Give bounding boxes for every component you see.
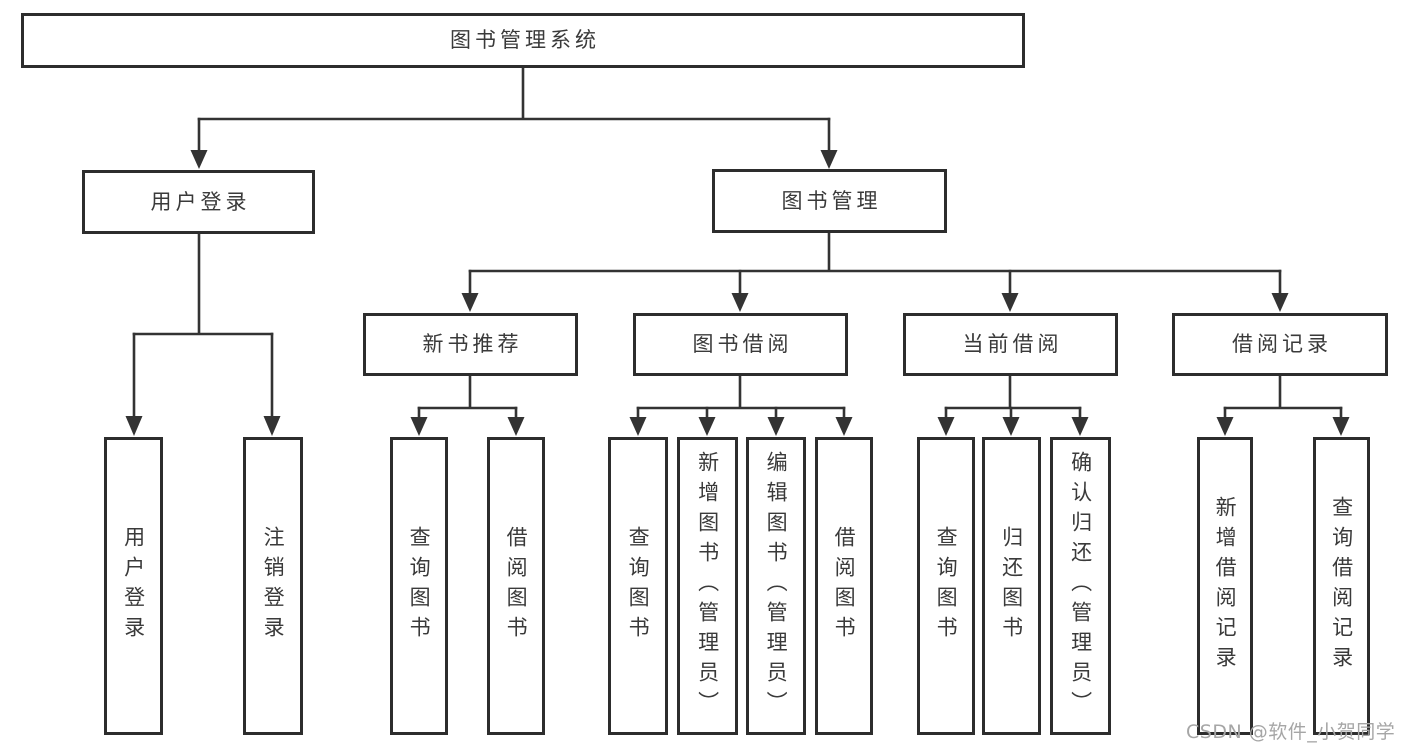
- arrow-down-icon: [835, 417, 853, 436]
- arrow-down-icon: [731, 293, 749, 312]
- arrow-down-icon: [1271, 293, 1289, 312]
- node-label: 借阅记录: [1232, 332, 1332, 356]
- leaf-label: 查询图书: [407, 526, 432, 646]
- arrow-down-icon: [1332, 417, 1350, 436]
- node-label: 图书管理: [781, 188, 882, 213]
- arrow-down-icon: [767, 417, 785, 436]
- leaf-label: 查询借阅记录: [1329, 496, 1354, 676]
- arrow-down-icon: [190, 150, 208, 169]
- connector-current-borrow-branch: [937, 376, 1089, 436]
- arrow-down-icon: [507, 417, 525, 436]
- leaf-label: 确认归还（管理员）: [1068, 451, 1093, 721]
- leaf-logout: 注销登录: [243, 437, 303, 735]
- connector-book-borrow-branch: [629, 376, 853, 436]
- arrow-down-icon: [461, 293, 479, 312]
- arrow-down-icon: [1001, 293, 1019, 312]
- arrow-down-icon: [1002, 417, 1020, 436]
- leaf-query-books-current: 查询图书: [917, 437, 975, 735]
- arrow-down-icon: [263, 416, 281, 436]
- connector-borrow-records-branch: [1216, 376, 1350, 436]
- leaf-label: 新增图书（管理员）: [695, 451, 720, 721]
- leaf-query-books-recommend: 查询图书: [390, 437, 448, 735]
- node-new-book-recommend: 新书推荐: [363, 313, 578, 376]
- arrow-down-icon: [698, 417, 716, 436]
- node-book-management: 图书管理: [712, 169, 947, 233]
- leaf-query-books-borrow: 查询图书: [608, 437, 668, 735]
- node-label: 用户登录: [150, 189, 251, 214]
- connector-user-login-branch: [125, 234, 281, 436]
- leaf-label: 注销登录: [261, 526, 286, 646]
- leaf-borrow-books-recommend: 借阅图书: [487, 437, 545, 735]
- csdn-watermark: CSDN @软件_小贺同学: [1186, 721, 1396, 743]
- node-label: 图书管理系统: [450, 28, 600, 52]
- node-user-login: 用户登录: [82, 170, 315, 234]
- arrow-down-icon: [629, 417, 647, 436]
- node-borrow-records: 借阅记录: [1172, 313, 1388, 376]
- node-book-borrow: 图书借阅: [633, 313, 848, 376]
- leaf-edit-books-admin: 编辑图书（管理员）: [746, 437, 806, 735]
- node-label: 图书借阅: [692, 332, 793, 356]
- leaf-add-books-admin: 新增图书（管理员）: [677, 437, 738, 735]
- leaf-confirm-return-admin: 确认归还（管理员）: [1050, 437, 1111, 735]
- node-label: 当前借阅: [962, 332, 1063, 356]
- node-current-borrow: 当前借阅: [903, 313, 1118, 376]
- leaf-add-borrow-record: 新增借阅记录: [1197, 437, 1253, 735]
- leaf-label: 新增借阅记录: [1213, 496, 1238, 676]
- arrow-down-icon: [125, 416, 143, 436]
- leaf-label: 借阅图书: [504, 526, 529, 646]
- leaf-label: 借阅图书: [832, 526, 857, 646]
- arrow-down-icon: [1216, 417, 1234, 436]
- arrow-down-icon: [410, 417, 428, 436]
- arrow-down-icon: [1071, 417, 1089, 436]
- node-label: 新书推荐: [422, 332, 523, 356]
- leaf-label: 用户登录: [121, 526, 146, 646]
- leaf-user-login: 用户登录: [104, 437, 163, 735]
- arrow-down-icon: [937, 417, 955, 436]
- leaf-borrow-books: 借阅图书: [815, 437, 873, 735]
- leaf-label: 查询图书: [626, 526, 651, 646]
- leaf-return-books: 归还图书: [982, 437, 1041, 735]
- arrow-down-icon: [820, 150, 838, 169]
- leaf-query-borrow-record: 查询借阅记录: [1313, 437, 1370, 735]
- leaf-label: 编辑图书（管理员）: [764, 451, 789, 721]
- leaf-label: 查询图书: [934, 526, 959, 646]
- leaf-label: 归还图书: [999, 526, 1024, 646]
- connector-new-book-branch: [410, 376, 525, 436]
- connector-root-branch: [190, 68, 838, 169]
- connector-book-management-branch: [461, 233, 1289, 312]
- node-root-system: 图书管理系统: [21, 13, 1025, 68]
